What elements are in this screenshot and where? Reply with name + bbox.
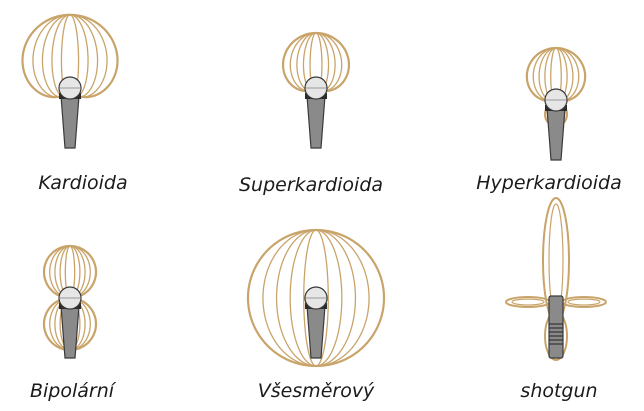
- pattern-superkardioida: [283, 33, 349, 148]
- microphone-icon: [305, 77, 327, 148]
- caption-superkardioida: Superkardioida: [239, 174, 383, 196]
- microphone-body: [307, 96, 325, 148]
- shotgun-microphone-icon: [549, 296, 563, 358]
- pattern-shotgun: [506, 198, 606, 360]
- caption-bipolarni: Bipolární: [30, 380, 114, 402]
- caption-kardioida: Kardioida: [38, 172, 127, 194]
- pattern-bipolarni: [44, 246, 96, 358]
- caption-hyperkardioida: Hyperkardioida: [476, 172, 622, 194]
- microphone-body: [547, 108, 565, 160]
- microphone-icon: [305, 287, 327, 358]
- caption-shotgun: shotgun: [520, 380, 597, 402]
- microphone-body: [307, 306, 325, 358]
- microphone-icon: [59, 77, 81, 148]
- microphone-icon: [545, 89, 567, 160]
- caption-vsesmerovy: Všesměrový: [258, 380, 375, 402]
- pattern-side-lobe-inner-2: [568, 299, 600, 305]
- microphone-body: [61, 96, 79, 148]
- pattern-vsesmerovy: [248, 230, 384, 366]
- pattern-kardioida: [22, 15, 117, 148]
- pattern-side-lobe-inner-1: [512, 299, 544, 305]
- pattern-hyperkardioida: [527, 48, 585, 160]
- shotgun-microphone-body: [549, 296, 563, 358]
